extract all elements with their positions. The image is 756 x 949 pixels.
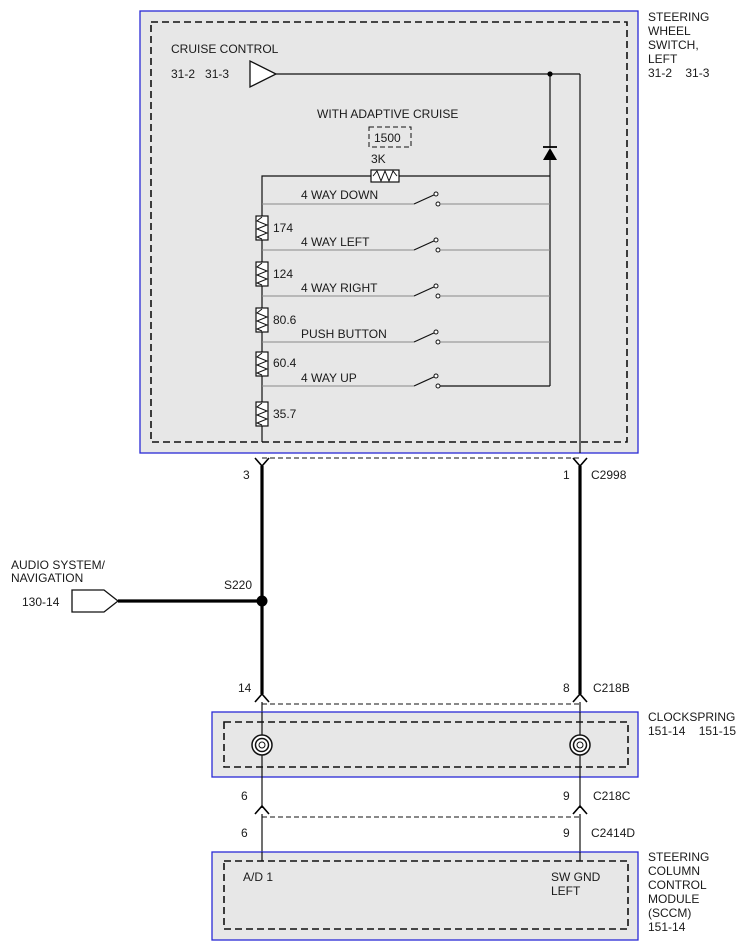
switch-4-way-down bbox=[262, 191, 550, 207]
clockspring-name: CLOCKSPRING bbox=[648, 710, 735, 724]
switch-4-way-left bbox=[262, 237, 550, 253]
switch-4-way-up bbox=[262, 373, 550, 389]
c2414d-right-pin: 9 bbox=[563, 826, 570, 840]
switch-push-button bbox=[262, 329, 550, 345]
c2998-right-pin: 1 bbox=[563, 468, 570, 482]
ladder-resistor-3 bbox=[255, 307, 269, 333]
sccm-name-line-2: COLUMN bbox=[648, 864, 700, 878]
c218c-right-pin-icon bbox=[572, 804, 588, 815]
audio-label-line-2: NAVIGATION bbox=[11, 571, 83, 585]
switch-label-4-way-left: 4 WAY LEFT bbox=[301, 235, 370, 249]
ladder-resistor-5-value: 35.7 bbox=[273, 407, 297, 421]
diode-junction-dot bbox=[547, 71, 553, 77]
ladder-resistor-3-value: 80.6 bbox=[273, 313, 297, 327]
sccm-pin-right-line-2: LEFT bbox=[551, 884, 581, 898]
option-code-box bbox=[368, 126, 412, 148]
clockspring-inner-dash bbox=[223, 721, 629, 768]
c218b-left-pin-icon bbox=[254, 692, 270, 703]
c218b-left-pin: 14 bbox=[238, 681, 252, 695]
adaptive-cruise-label: WITH ADAPTIVE CRUISE bbox=[317, 107, 458, 121]
sccm-pin-left: A/D 1 bbox=[243, 870, 273, 884]
cruise-control-label: CRUISE CONTROL bbox=[171, 42, 279, 56]
splice-label: S220 bbox=[224, 578, 252, 592]
diode-icon bbox=[543, 148, 557, 160]
ladder-resistor-2-value: 124 bbox=[273, 267, 293, 281]
c2998-right-pin-icon bbox=[572, 457, 588, 468]
c2414d-name: C2414D bbox=[591, 826, 635, 840]
c218c-left-pin-icon bbox=[254, 804, 270, 815]
clockspring-right-coil-icon bbox=[569, 734, 591, 756]
ladder-resistor-4-value: 60.4 bbox=[273, 356, 297, 370]
switch-name-line-1: STEERING bbox=[648, 10, 709, 24]
c218b-right-pin-icon bbox=[572, 692, 588, 703]
sccm-box bbox=[211, 851, 639, 941]
audio-connector-icon bbox=[71, 589, 120, 613]
clockspring-refs: 151-14 151-15 bbox=[648, 724, 736, 738]
sccm-pin-right-line-1: SW GND bbox=[551, 870, 601, 884]
ladder-resistor-1 bbox=[255, 215, 269, 241]
c218c-name: C218C bbox=[593, 789, 631, 803]
sccm-inner-dash bbox=[223, 860, 629, 930]
c2998-left-pin: 3 bbox=[243, 468, 250, 482]
switch-inner-dash bbox=[150, 21, 628, 443]
cruise-control-refs: 31-2 31-3 bbox=[171, 67, 229, 81]
ladder-resistor-5 bbox=[255, 401, 269, 427]
switch-label-push-button: PUSH BUTTON bbox=[301, 327, 387, 341]
ladder-resistor-2 bbox=[255, 261, 269, 287]
c218c-right-pin: 9 bbox=[563, 789, 570, 803]
switch-refs: 31-2 31-3 bbox=[648, 66, 710, 80]
switch-label-4-way-right: 4 WAY RIGHT bbox=[301, 281, 378, 295]
switch-name-line-3: SWITCH, bbox=[648, 38, 699, 52]
audio-label-line-1: AUDIO SYSTEM/ bbox=[11, 558, 106, 572]
switch-name-line-4: LEFT bbox=[648, 52, 678, 66]
sccm-name-line-4: MODULE bbox=[648, 892, 699, 906]
c2414d-left-pin: 6 bbox=[241, 826, 248, 840]
switch-4-way-right bbox=[262, 283, 550, 299]
sccm-name-line-5: (SCCM) bbox=[648, 906, 691, 920]
audio-ref: 130-14 bbox=[22, 595, 60, 609]
splice-dot bbox=[256, 595, 268, 607]
top-resistor-value: 3K bbox=[371, 152, 386, 166]
c218b-name: C218B bbox=[593, 681, 630, 695]
cruise-control-connector-icon bbox=[249, 59, 278, 89]
top-resistor-zigzag bbox=[372, 169, 398, 183]
switch-name-line-2: WHEEL bbox=[648, 24, 691, 38]
switch-box bbox=[139, 10, 639, 454]
c2998-left-pin-icon bbox=[254, 457, 270, 468]
ladder-resistor-4 bbox=[255, 351, 269, 377]
sccm-name-line-6: 151-14 bbox=[648, 920, 686, 934]
clockspring-box bbox=[211, 711, 639, 778]
c218c-left-pin: 6 bbox=[241, 789, 248, 803]
c2998-name: C2998 bbox=[591, 468, 627, 482]
switch-label-4-way-up: 4 WAY UP bbox=[301, 371, 357, 385]
switch-label-4-way-down: 4 WAY DOWN bbox=[301, 188, 378, 202]
clockspring-left-coil-icon bbox=[251, 734, 273, 756]
ladder-resistor-1-value: 174 bbox=[273, 221, 293, 235]
steering-wheel-switch bbox=[139, 10, 639, 454]
option-code: 1500 bbox=[374, 131, 401, 145]
sccm-name-line-1: STEERING bbox=[648, 850, 709, 864]
c218b-right-pin: 8 bbox=[563, 681, 570, 695]
sccm-name-line-3: CONTROL bbox=[648, 878, 707, 892]
